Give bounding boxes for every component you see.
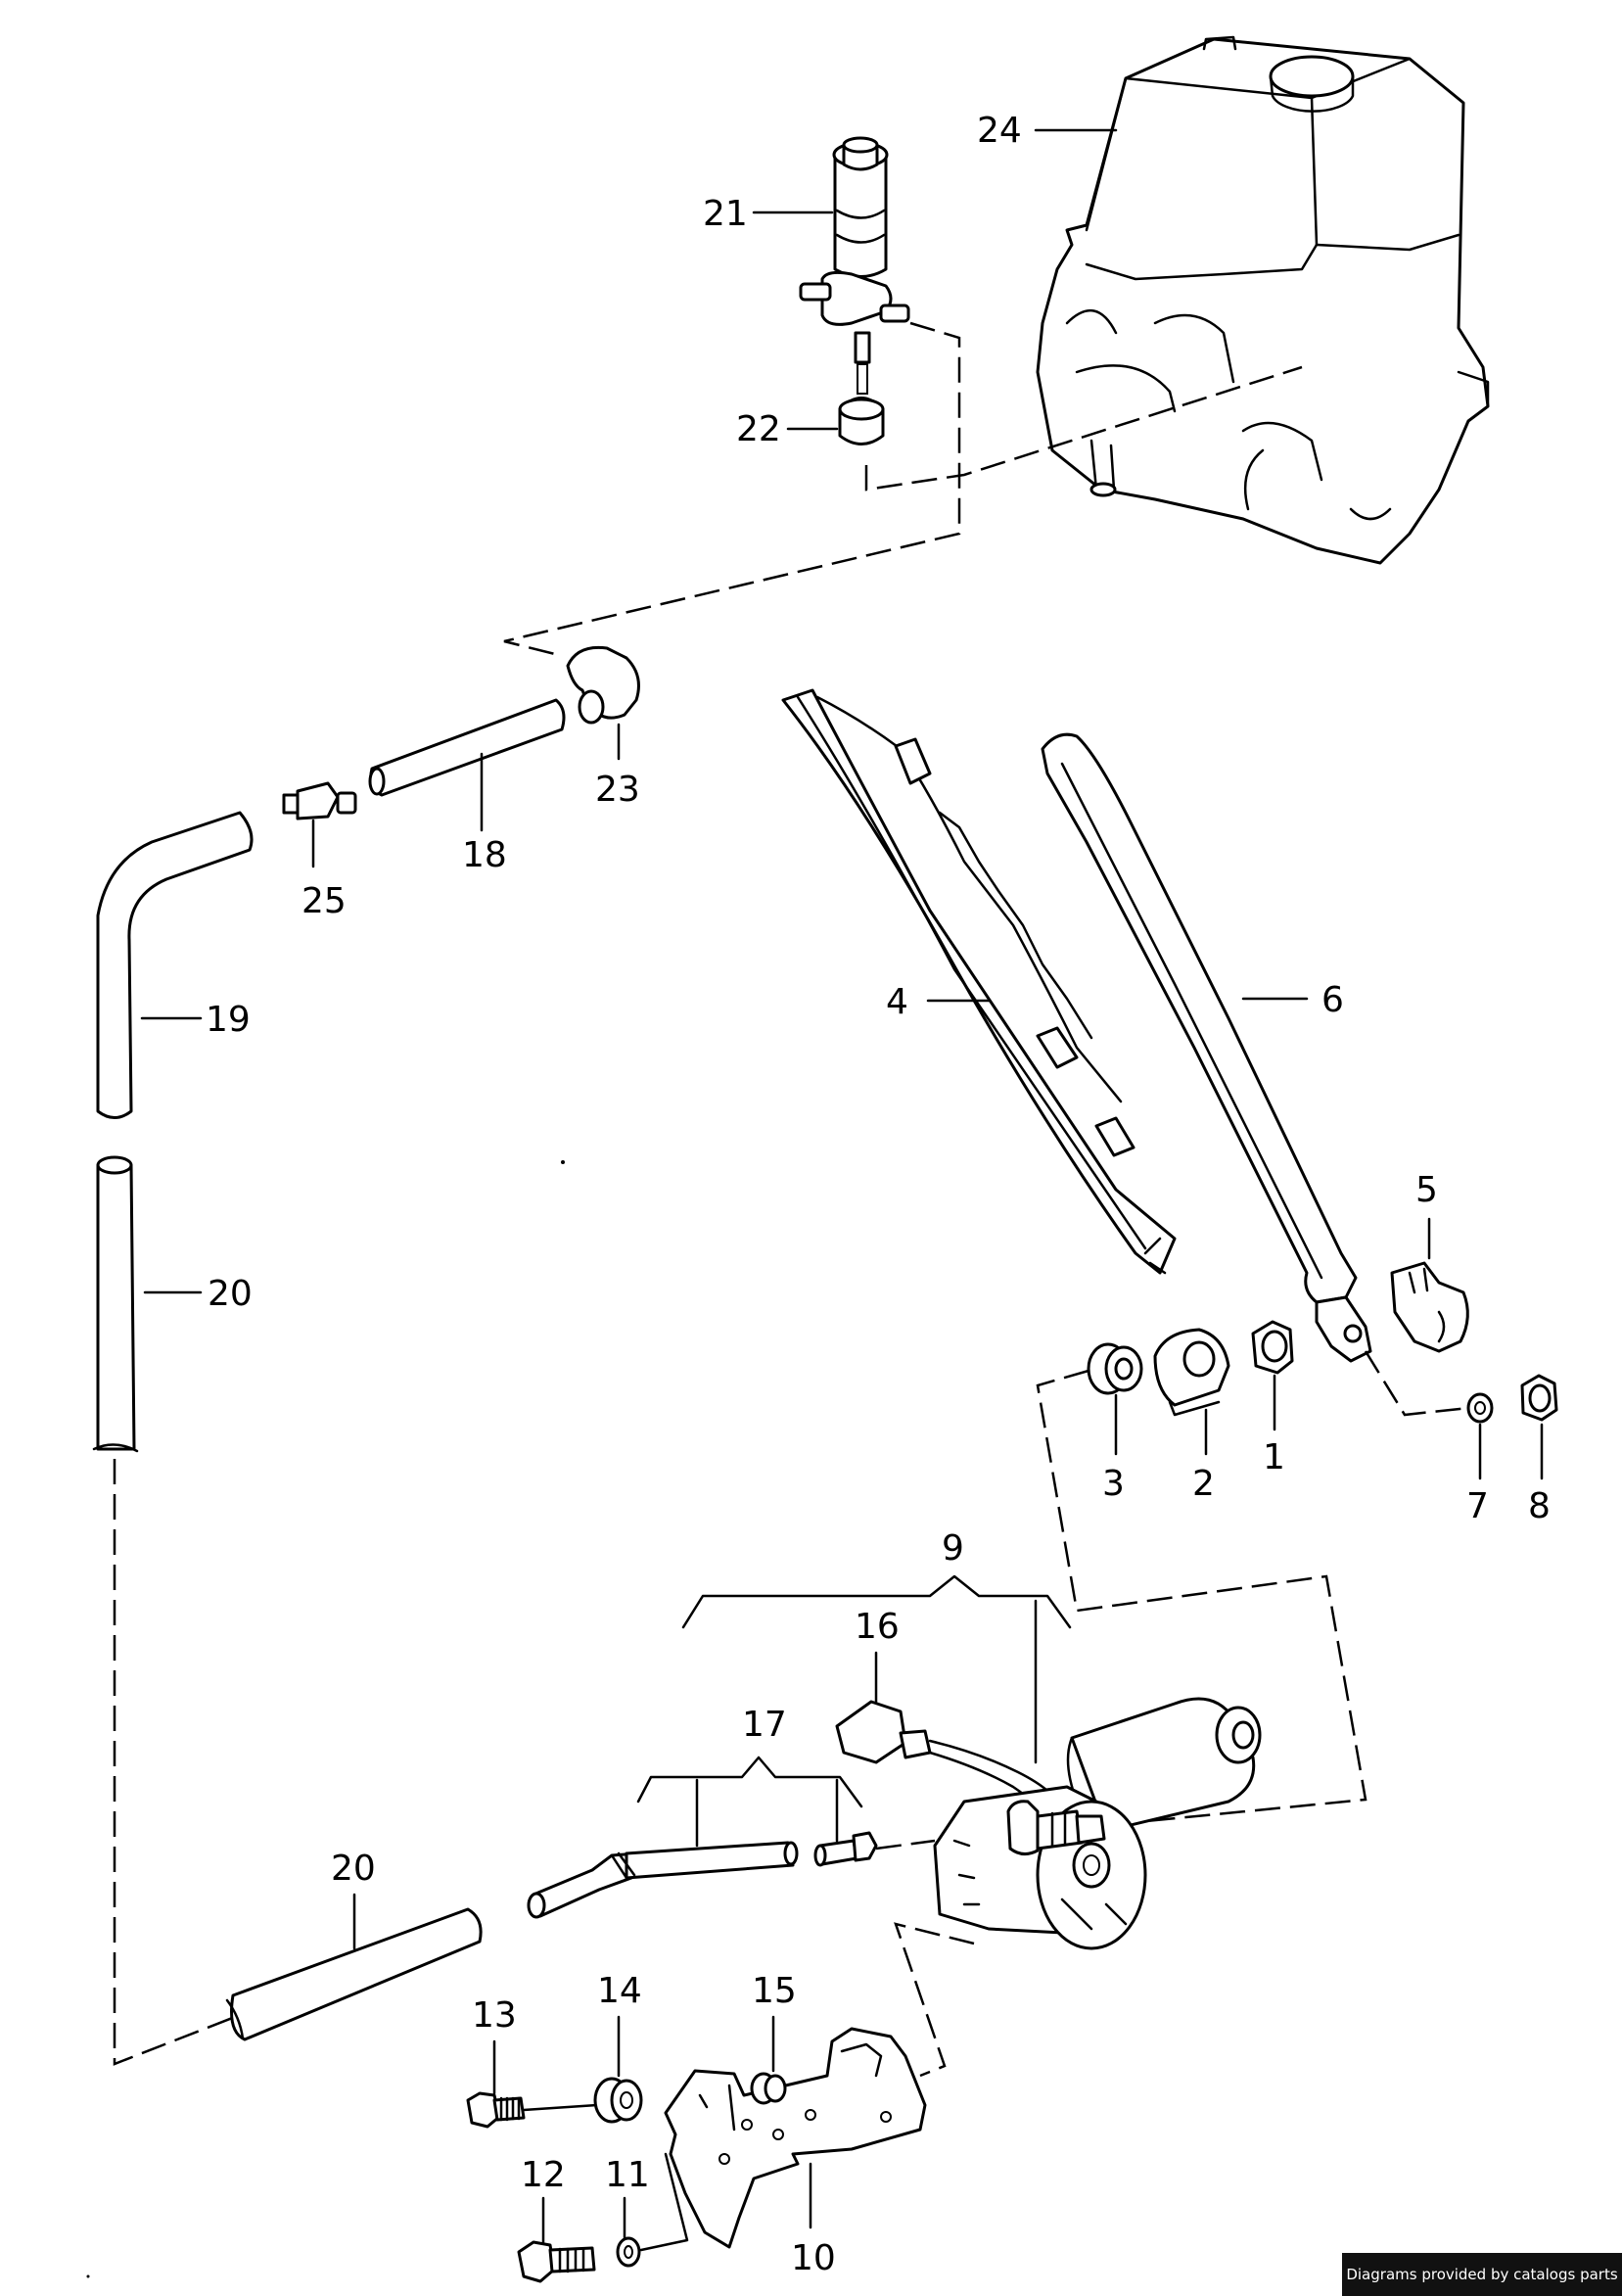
washer-jet [527,1831,878,1919]
connection-line [639,2152,689,2252]
callout-15: 15 [752,1971,797,2011]
callout-7: 7 [1466,1486,1489,1526]
wiper-motor [933,1697,1262,1950]
speck [561,1160,565,1164]
callout-18: 18 [462,835,507,875]
connection-line [864,365,1303,492]
callout-13: 13 [472,1995,517,2036]
wiring-connector [835,1700,1064,1823]
callout-14: 14 [597,1971,642,2011]
callout-10: 10 [791,2238,836,2278]
washer-11 [616,2236,641,2268]
callout-24: 24 [977,111,1022,151]
bushing-15 [750,2072,787,2105]
callout-4: 4 [886,982,908,1022]
wiper-arm-cap [1390,1261,1469,1353]
callout-16: 16 [855,1607,900,1647]
callout-23: 23 [595,770,640,810]
bolt-12 [517,2240,596,2283]
washer-7 [1466,1392,1494,1424]
spacer-3 [1087,1342,1143,1395]
wiper-arm [1041,732,1372,1363]
callout-11: 11 [605,2155,650,2195]
connection-line [503,321,961,658]
callout-1: 1 [1263,1437,1285,1477]
hose-connector [282,781,357,820]
nut-1 [1251,1320,1294,1375]
bolt-13 [466,2091,526,2129]
connection-line [522,2103,599,2112]
callout-17: 17 [742,1705,787,1745]
callout-21: 21 [703,194,748,234]
bracket-9 [681,1574,1072,1629]
callout-20a: 20 [208,1274,253,1314]
connection-line [875,1839,936,1851]
hose-elbow [566,645,640,725]
nut-8 [1520,1374,1558,1422]
callout-19: 19 [206,1000,251,1040]
hose-18 [368,698,566,797]
washer-fluid-reservoir [1036,35,1490,565]
callout-5: 5 [1415,1170,1438,1210]
cover-2 [1153,1328,1230,1417]
mounting-bracket [664,2027,927,2249]
callout-6: 6 [1321,980,1344,1020]
connection-line [894,1922,975,2078]
washer-pump [799,136,910,364]
callout-20b: 20 [331,1849,376,1889]
connection-line [113,1459,236,2066]
wiper-blade [781,688,1177,1275]
hose-20-lower [225,1907,483,2041]
pump-grommet [838,363,885,445]
callout-9: 9 [942,1528,964,1569]
hose-20-upper [92,1155,139,1453]
connection-line [1036,1369,1367,1828]
credit-badge: Diagrams provided by catalogs parts [1342,2253,1622,2296]
callout-3: 3 [1102,1464,1125,1504]
speck [86,2274,90,2278]
connection-line [1364,1350,1469,1417]
callout-2: 2 [1192,1464,1215,1504]
bracket-17 [636,1756,863,1808]
spacer-14 [593,2077,643,2124]
callout-12: 12 [521,2155,566,2195]
callout-22: 22 [736,409,781,449]
hose-19 [96,811,254,1119]
callout-25: 25 [301,881,347,921]
callout-8: 8 [1528,1486,1551,1526]
